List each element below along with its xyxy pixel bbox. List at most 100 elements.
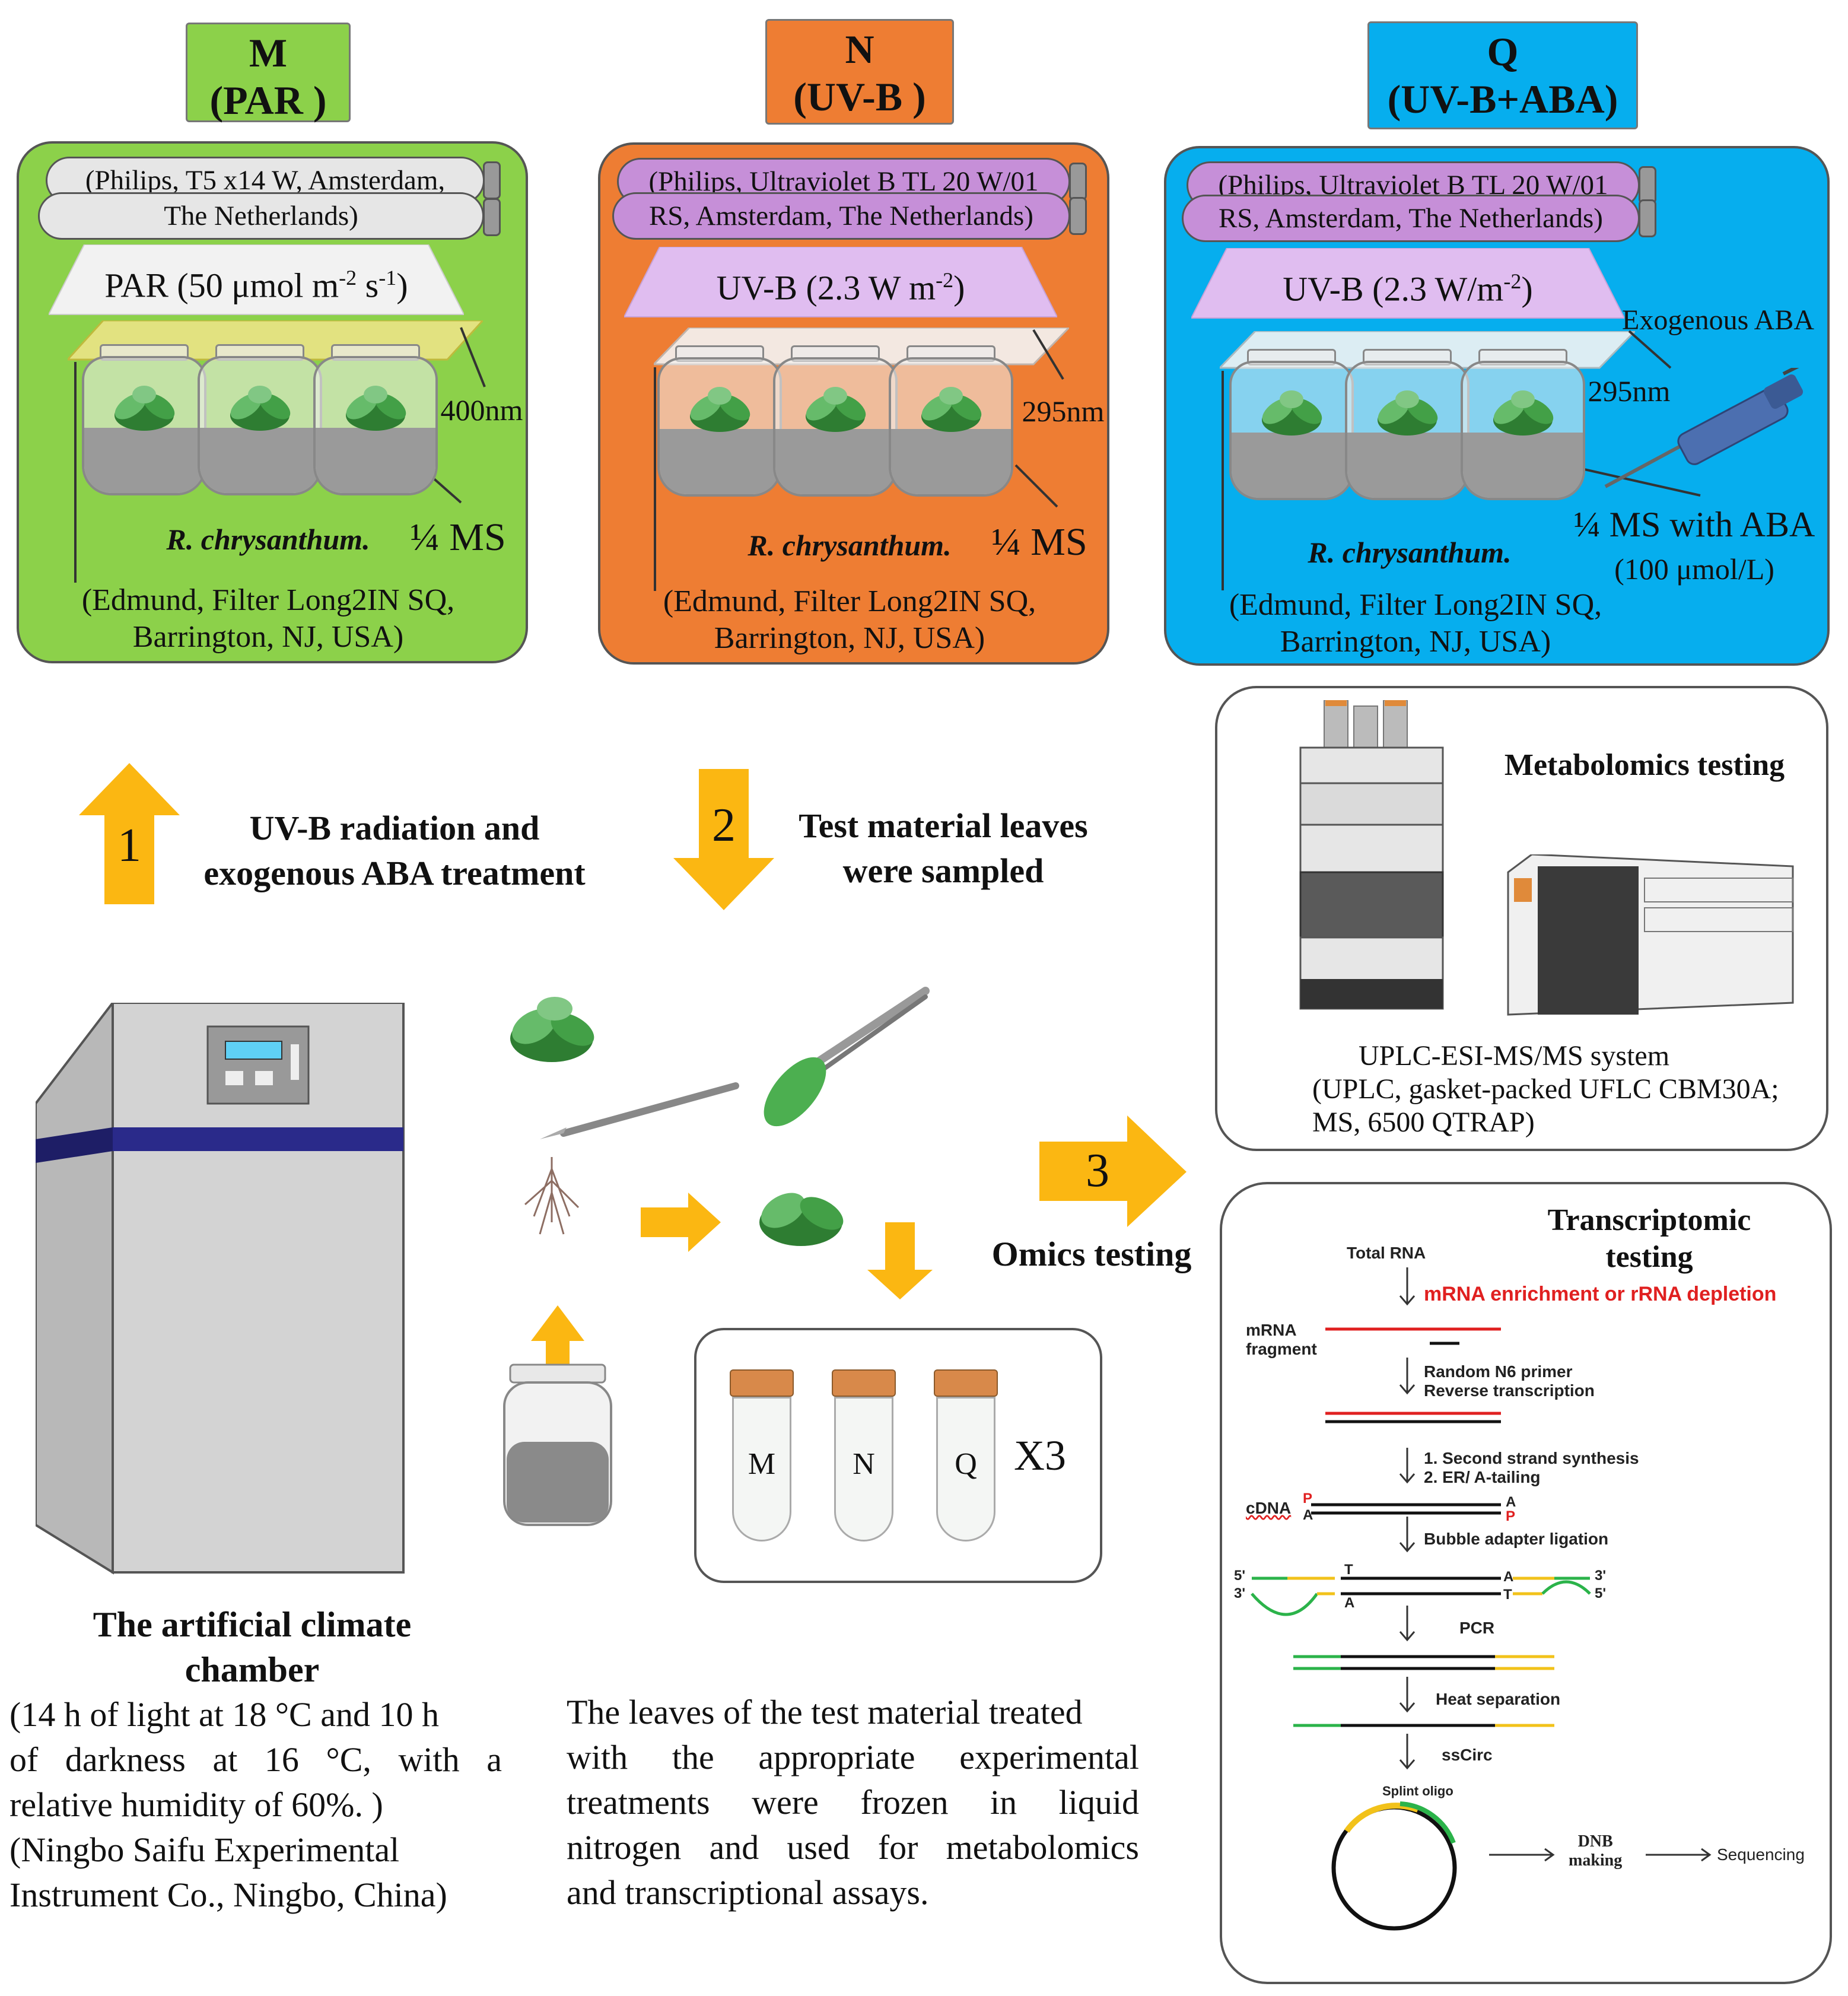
lamp-text-line2: RS, Amsterdam, The Netherlands) <box>1219 203 1603 234</box>
light-box <box>1191 248 1624 319</box>
a-right: A <box>1503 1569 1514 1585</box>
chamber-title-line1: The artificial climate <box>93 1605 412 1644</box>
sample-tube-label: M <box>748 1447 776 1481</box>
uplc-system-line1: UPLC-ESI-MS/MS system <box>1358 1040 1670 1072</box>
sample-tube: N <box>832 1369 896 1542</box>
chamber-description: (14 h of light at 18 °C and 10 h of dark… <box>9 1692 502 1918</box>
leaves-text-line1: The leaves of the test material treated <box>567 1693 1083 1731</box>
culture-jar-icon <box>657 333 782 497</box>
step-1-line2: exogenous ABA treatment <box>203 854 586 892</box>
transcriptomics-panel: Transcriptomic testing <box>1220 1182 1832 1984</box>
lamp-tube-bottom: The Netherlands) <box>38 192 484 240</box>
three-prime-left: 3' <box>1234 1585 1246 1601</box>
culture-jar-icon <box>1461 337 1585 500</box>
replicates-label: X3 <box>1014 1432 1066 1479</box>
chamber-desc-line2: of darkness at 16 °C, with a <box>9 1740 502 1779</box>
light-box <box>624 247 1057 317</box>
culture-jar-icon <box>82 332 206 495</box>
splint-oligo-label: Splint oligo <box>1382 1784 1453 1798</box>
sequencing-label: Sequencing <box>1717 1845 1805 1864</box>
total-rna-label: Total RNA <box>1347 1244 1426 1262</box>
scalpel-icon <box>540 1082 739 1139</box>
culture-jar-icon <box>1345 337 1470 500</box>
condition-label-m: M (PAR ) <box>186 23 351 123</box>
light-intensity: PAR (50 μmol m-2 s-1) <box>104 266 408 305</box>
cdna-a-top-right: A <box>1506 1494 1516 1510</box>
metabolomics-panel: Metabolomics testing UPLC-ESI-MS/MS syst… <box>1215 686 1828 1151</box>
medium-label: ¼ MS <box>410 516 506 559</box>
lamp-text-line1: (Philips, Ultraviolet B TL 20 W/01 <box>648 166 1039 197</box>
five-prime-left: 5' <box>1234 1568 1246 1584</box>
culture-jar-icon <box>773 333 898 497</box>
a-left: A <box>1344 1595 1355 1611</box>
condition-letter-n: N <box>845 27 874 72</box>
species-label: R. chrysanthum. <box>748 529 952 562</box>
condition-panel-m: (Philips, T5 x14 W, Amsterdam, The Nethe… <box>17 141 528 663</box>
transcriptomics-title-line1: Transcriptomic <box>1547 1203 1751 1237</box>
five-prime-right: 5' <box>1595 1585 1607 1601</box>
uplc-system-line3: MS, 6500 QTRAP) <box>1312 1107 1535 1138</box>
roots-icon <box>524 1157 580 1235</box>
filter-source-line2: Barrington, NJ, USA) <box>1280 625 1551 659</box>
filter-frame-line <box>654 329 1064 591</box>
step-2-number: 2 <box>712 799 736 851</box>
lamp-cap-icon <box>1069 197 1087 235</box>
cdna-p-bottom-right: P <box>1506 1508 1516 1524</box>
filter-source-line1: (Edmund, Filter Long2IN SQ, <box>1229 588 1602 622</box>
step-3-arrow <box>1039 1115 1187 1227</box>
library-prep-workflow <box>1251 1267 1712 1931</box>
sample-tube-label: Q <box>955 1447 977 1481</box>
condition-name-n: (UV-B ) <box>793 74 926 119</box>
tubes-panel: M N Q X3 <box>694 1328 1102 1583</box>
filter-wavelength: 295nm <box>1022 395 1105 428</box>
condition-letter-m: M <box>249 30 288 75</box>
step-2-text: Test material leaves were sampled <box>771 803 1115 894</box>
condition-label-q: Q (UV-B+ABA) <box>1367 21 1638 129</box>
medium-concentration: (100 μmol/L) <box>1614 552 1774 586</box>
light-box <box>49 244 464 315</box>
second-strand-label: 1. Second strand synthesis 2. ER/ A-tail… <box>1424 1449 1639 1486</box>
uplc-instrument-icon <box>1299 700 1444 1010</box>
transcriptomics-title: Transcriptomic testing <box>1483 1202 1815 1276</box>
pipette-icon <box>1604 368 1804 488</box>
step-2-line2: were sampled <box>842 851 1044 890</box>
light-intensity: UV-B (2.3 W/m-2) <box>1283 269 1533 309</box>
filter-source-line1: (Edmund, Filter Long2IN SQ, <box>663 584 1036 618</box>
filter-source-line1: (Edmund, Filter Long2IN SQ, <box>81 583 455 617</box>
culture-jar-icon <box>503 1363 612 1526</box>
leaves-text-line5: and transcriptional assays. <box>567 1873 929 1912</box>
filter-frame-line <box>1222 330 1701 590</box>
dnb-making-label: DNB making <box>1569 1832 1623 1870</box>
t-left: T <box>1344 1562 1353 1578</box>
step-1-text: UV-B radiation and exogenous ABA treatme… <box>172 806 617 896</box>
culture-jar-icon <box>889 333 1013 497</box>
step-1-line1: UV-B radiation and <box>249 809 540 847</box>
step-2-arrow <box>673 769 774 910</box>
mrna-fragment-label: mRNA fragment <box>1246 1321 1317 1358</box>
chamber-desc-line3: relative humidity of 60%. ) <box>9 1785 383 1824</box>
filter-wavelength: 295nm <box>1588 374 1671 408</box>
lamp-text-line2: RS, Amsterdam, The Netherlands) <box>649 201 1033 231</box>
lamp-text-line1: (Philips, T5 x14 W, Amsterdam, <box>85 165 446 196</box>
arrow-up-icon <box>531 1305 584 1394</box>
uplc-system-line2: (UPLC, gasket-packed UFLC CBM30A; <box>1312 1073 1779 1105</box>
sample-tube: Q <box>934 1369 998 1542</box>
step-2-line1: Test material leaves <box>799 806 1088 845</box>
tweezers-icon <box>764 987 930 1127</box>
leaves-text-line4: nitrogen and used for metabolomics <box>567 1828 1139 1867</box>
medium-label: ¼ MS <box>991 520 1087 564</box>
sscirc-label: ssCirc <box>1442 1746 1493 1764</box>
sampling-illustration <box>503 987 933 1526</box>
leaves-description: The leaves of the test material treated … <box>567 1690 1139 1915</box>
species-label: R. chrysanthum. <box>166 523 370 556</box>
cdna-label: cDNA <box>1246 1499 1292 1517</box>
lamp-tube-top: (Philips, Ultraviolet B TL 20 W/01 <box>617 158 1070 205</box>
transcriptomics-title-line2: testing <box>1605 1240 1693 1274</box>
chamber-desc-line1: (14 h of light at 18 °C and 10 h <box>9 1695 439 1734</box>
t-right: T <box>1503 1587 1512 1603</box>
lamp-cap-icon <box>1069 163 1087 201</box>
step-3-text: Omics testing <box>991 1235 1192 1273</box>
condition-name-m: (PAR ) <box>209 78 327 123</box>
step-1-number: 1 <box>117 819 141 872</box>
random-primer-label: Random N6 primer Reverse transcription <box>1424 1362 1595 1400</box>
